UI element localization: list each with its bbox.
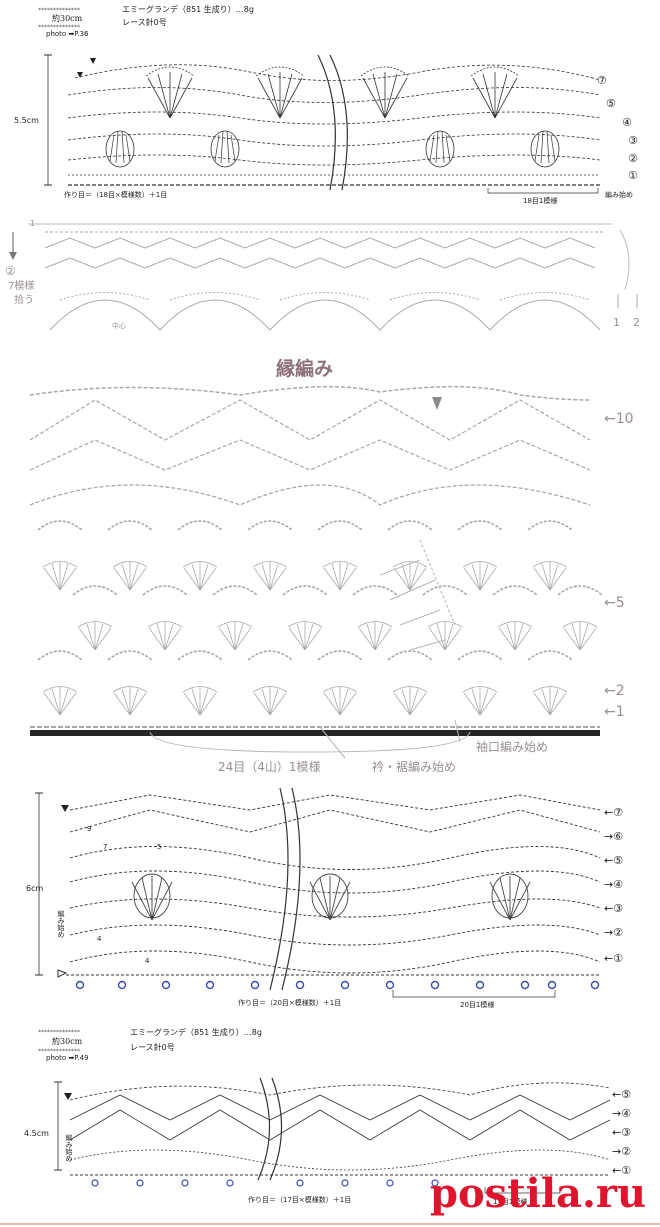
stars-divider: ************** [38,1029,80,1036]
collar-start-label: 衿・裾編み始め [372,760,457,774]
row-number: 10 [615,411,634,427]
step-marker: ② [5,264,16,278]
row-marker: ① [628,169,638,182]
stars-divider: ************** [38,7,80,14]
size-label: 約30cm [52,14,83,23]
row-marker-2: →② [612,1145,632,1158]
row-marker: ④ [622,116,632,129]
row-marker-5: ←5 [604,595,625,611]
row-number: ⑤ [621,1088,632,1101]
row-number: 1 [615,704,625,720]
row-marker-1: ←1 [604,704,625,720]
row-number: 1 [30,219,36,228]
formula-label: 作り目＝（17目×模様数）＋1目 [248,1196,352,1204]
row-marker-2: ←2 [604,683,625,699]
section1-chart [44,54,601,194]
photo-ref: photo ➡P.49 [46,1054,89,1062]
row-marker-6: →⑥ [604,830,624,843]
row-marker-10: ←10 [604,411,634,427]
row-marker: ② [628,152,638,165]
stars-divider: ************** [38,1048,80,1055]
row-marker-1: ←① [612,1164,632,1177]
watermark-text: postila.ru [430,1170,647,1217]
row-number: ⑥ [613,830,624,843]
yarn-label: エミーグランデ（851 生成り）…8g [130,1028,262,1037]
row-marker-5: ←⑤ [612,1088,632,1101]
height-label: 4.5cm [24,1129,49,1138]
note-patterns: 7模様 [8,281,35,292]
section2-chart [9,223,638,331]
row-number: ② [621,1145,632,1158]
yarn-label: エミーグランデ（851 生成り）…8g [122,5,254,14]
section4-chart [35,787,601,998]
row-number: ⑤ [613,854,624,867]
row-number: ② [613,926,624,939]
stitch-count: 4 [97,935,102,943]
row-marker-3: ←③ [604,902,624,915]
repeat-label: 24目（4山）1模様 [218,760,321,774]
height-label: 6cm [26,884,44,893]
row-marker-5: ←⑤ [604,854,624,867]
start-label: 編み始め [605,191,633,199]
photo-ref: photo ➡P.36 [46,30,89,38]
row-number: 2 [633,316,640,329]
stitch-count: 9 [87,825,92,833]
hook-label: レース針0号 [130,1043,175,1052]
stitch-count: 5 [157,843,162,851]
section-title: 縁編み [276,358,334,380]
row-number: 1 [613,316,620,329]
section3-chart [29,385,603,759]
row-marker-3: ←③ [612,1126,632,1139]
row-number: ① [621,1164,632,1177]
row-number: ③ [621,1126,632,1139]
row-number: 2 [615,683,625,699]
stars-divider: ************** [38,24,80,31]
height-label: 5.5cm [14,116,39,125]
row-marker-1: ←① [604,952,624,965]
hook-label: レース針0号 [122,18,167,27]
row-marker: ⑦ [597,74,607,87]
formula-label: 作り目＝（20目×模様数）＋1目 [238,999,342,1007]
formula-label: 作り目＝（18目×模様数）＋1目 [64,191,168,199]
row-marker-4: →④ [604,878,624,891]
row-number: ① [613,952,624,965]
row-marker: ③ [628,134,638,147]
repeat-label: 18目1模様 [523,197,558,205]
start-label: 編み始め [57,910,65,938]
center-label: 中心 [112,322,126,330]
section5-chart [0,1077,660,1225]
row-number: ⑦ [613,806,624,819]
note-pick: 拾う [14,295,34,306]
row-marker: ⑤ [606,97,616,110]
row-number: ④ [621,1107,632,1120]
repeat-label: 17目1模様 [493,1198,528,1206]
row-number: 5 [615,595,625,611]
stitch-count: 7 [103,843,108,851]
start-label: 編み始め [65,1134,73,1162]
row-marker-4: →④ [612,1107,632,1120]
repeat-label: 20目1模様 [460,1001,495,1009]
stitch-count: 4 [145,957,150,965]
size-label: 約30cm [52,1037,83,1046]
row-marker-7: ←⑦ [604,806,624,819]
row-marker-2: →② [604,926,624,939]
row-number: ④ [613,878,624,891]
row-number: ③ [613,902,624,915]
sleeve-start-label: 袖口編み始め [476,740,549,754]
